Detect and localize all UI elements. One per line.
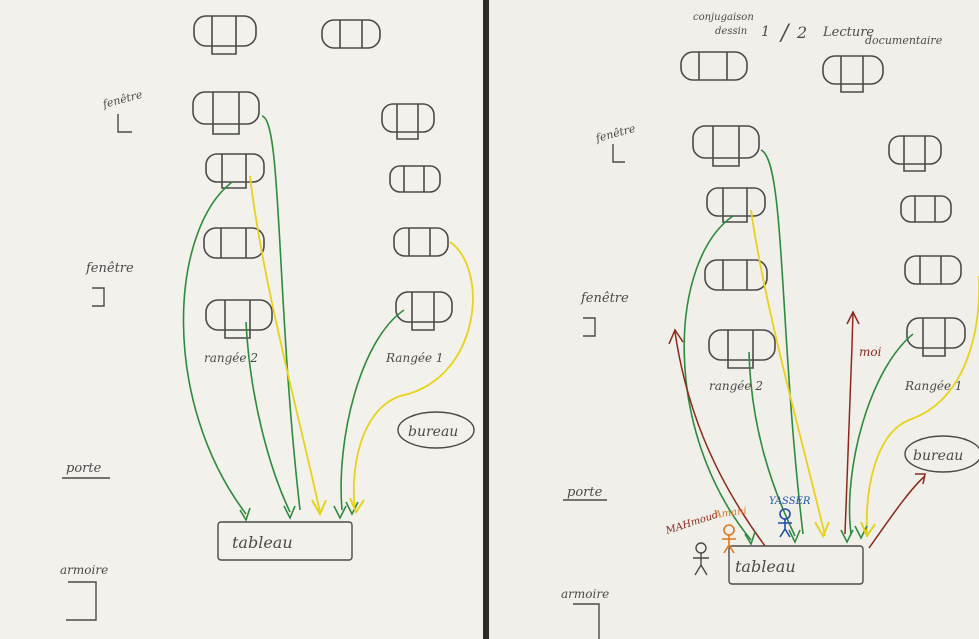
label-fenetre-mid: fenêtre (85, 261, 134, 276)
desk (395, 291, 453, 331)
desk (192, 91, 260, 135)
paper-background (489, 0, 979, 639)
label-moi: moi (859, 345, 882, 359)
label-rangee-2: rangée 2 (709, 379, 763, 393)
desk (205, 153, 265, 189)
desk (906, 317, 966, 357)
tableau-box (217, 521, 353, 561)
window-mark (117, 114, 132, 133)
window-mark (612, 144, 625, 163)
desks (680, 51, 966, 369)
header-lecture: Lecture (822, 25, 874, 40)
header-fraction-2: 2 (796, 23, 807, 42)
desk (680, 51, 748, 81)
desk (381, 103, 435, 140)
label-yasser: YASSER (769, 496, 811, 507)
label-bureau: bureau (913, 448, 963, 464)
label-fenetre-mid: fenêtre (580, 291, 629, 306)
desk (822, 55, 884, 93)
label-porte: porte (567, 485, 603, 500)
desk (393, 227, 449, 257)
red-arrow-bureau (868, 475, 926, 549)
header-conjugaison: conjugaison (693, 12, 754, 23)
desk (888, 135, 942, 172)
desk (205, 299, 273, 339)
label-armoire: armoire (60, 563, 108, 577)
label-rangee-1: Rangée 1 (904, 379, 963, 393)
arrow-tufts (744, 525, 868, 546)
window-mark (92, 287, 105, 307)
room-marks (563, 144, 979, 639)
right-sheet-drawing: conjugaison dessin 1 / 2 Lecture documen… (489, 0, 979, 639)
header-documentaire: documentaire (865, 34, 943, 47)
label-rangee-2: rangée 2 (204, 351, 258, 365)
desk (904, 255, 962, 285)
label-amani: Amani (713, 506, 748, 522)
figure-yasser (778, 508, 792, 538)
figure-amani (722, 524, 736, 554)
label-rangee-1: Rangée 1 (385, 351, 444, 365)
desk (193, 15, 257, 55)
armoire-shape (573, 603, 600, 639)
label-tableau: tableau (735, 557, 796, 576)
label-porte: porte (66, 461, 102, 476)
arrow-heads-yellow (814, 521, 876, 539)
red-arrow-left (674, 331, 766, 547)
desk (900, 195, 952, 223)
armoire-shape (66, 581, 97, 621)
desk (708, 329, 776, 369)
left-sheet-photo: fenêtre fenêtre rangée 2 Rangée 1 bureau… (0, 0, 483, 639)
label-bureau: bureau (408, 424, 458, 440)
photo-gap (483, 0, 489, 639)
right-sheet-photo: conjugaison dessin 1 / 2 Lecture documen… (489, 0, 979, 639)
yellow-paths (750, 209, 979, 537)
label-armoire: armoire (561, 587, 609, 601)
yellow-paths (249, 175, 474, 513)
desk (704, 259, 768, 291)
header-slash: / (779, 21, 791, 46)
desk (706, 187, 766, 223)
desk (389, 165, 441, 193)
arrow-tufts (239, 501, 359, 522)
bureau-oval (904, 435, 979, 473)
tableau-box (728, 545, 864, 585)
desk (321, 19, 381, 49)
red-arrow-moi (844, 311, 854, 535)
paper-background (0, 0, 483, 639)
window-mark (583, 317, 596, 337)
room-marks (62, 114, 475, 621)
desks (192, 15, 453, 339)
figure-mahmoud (693, 542, 709, 576)
arrow-heads-yellow (311, 497, 365, 517)
header-fraction-1: 1 (761, 24, 770, 40)
header-dessin: dessin (715, 26, 747, 37)
label-tableau: tableau (232, 533, 293, 552)
green-paths (182, 115, 405, 515)
left-sheet-drawing: fenêtre fenêtre rangée 2 Rangée 1 bureau… (0, 0, 483, 639)
desk (692, 125, 760, 167)
desk (203, 227, 265, 259)
red-paths (668, 310, 926, 549)
bureau-oval (397, 411, 475, 449)
